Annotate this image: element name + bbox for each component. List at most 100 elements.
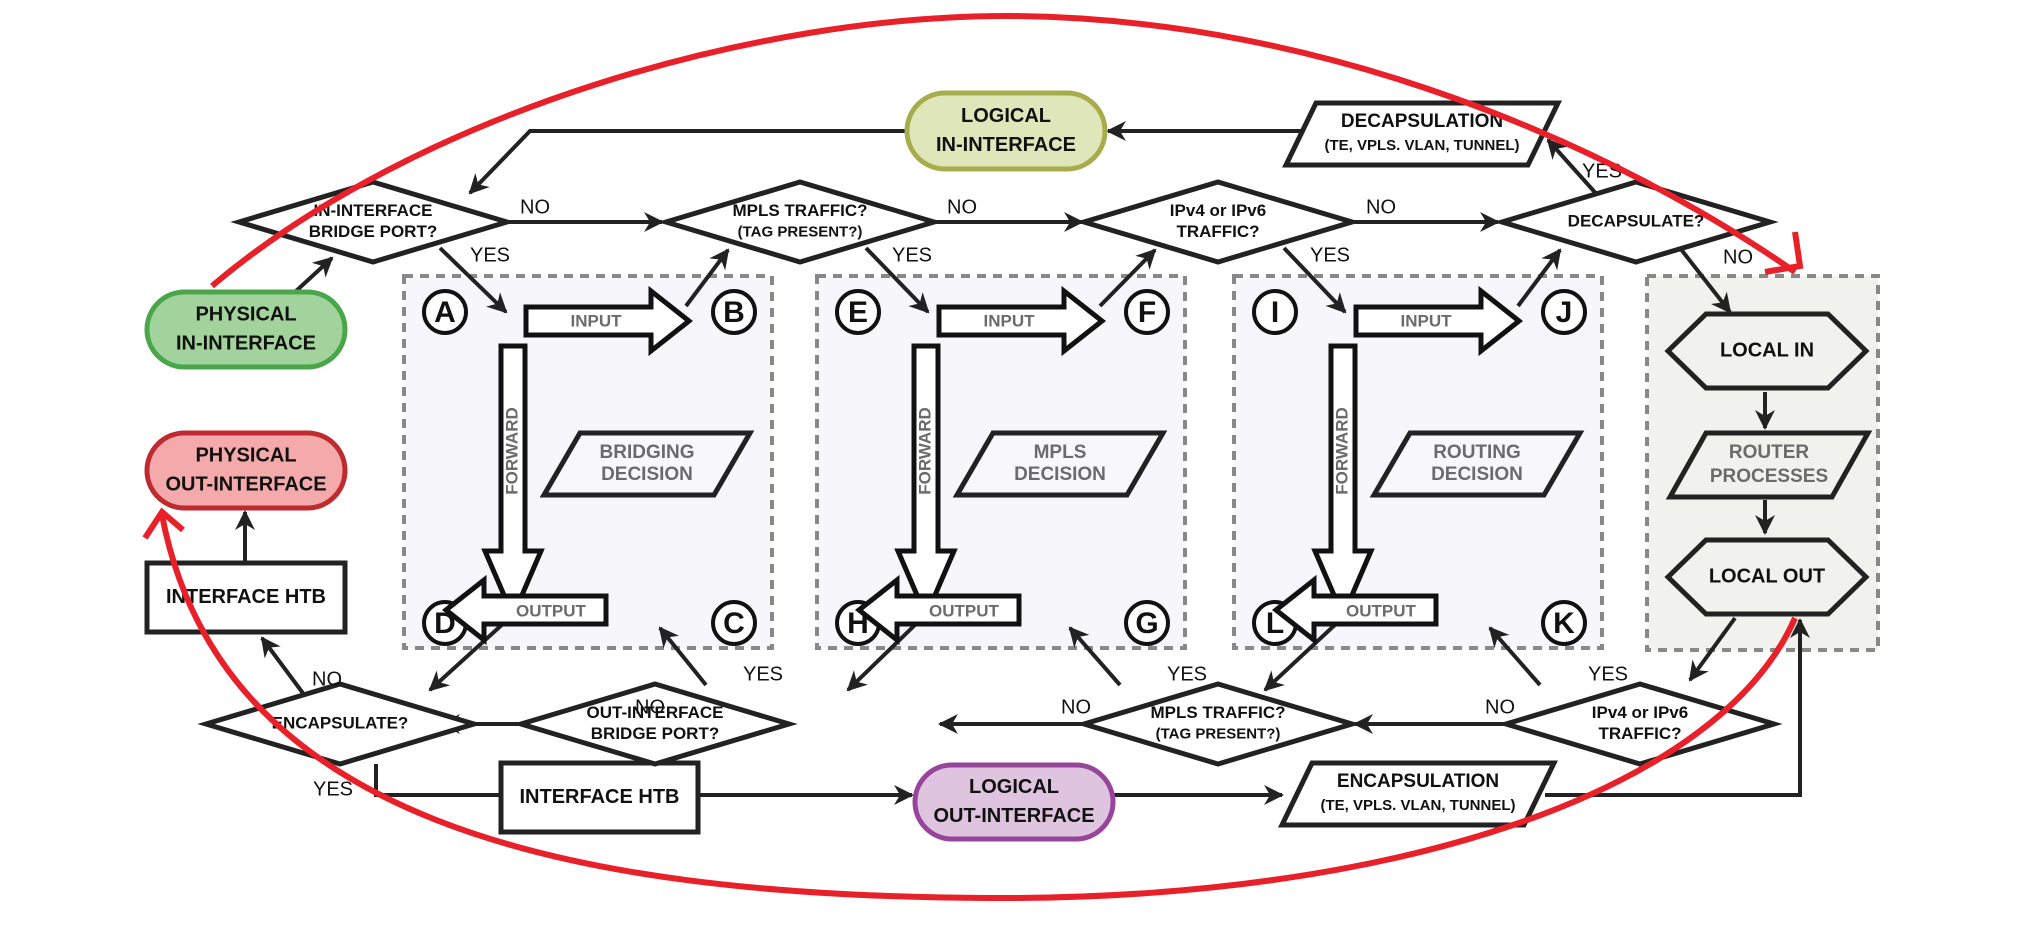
encapsulation-box-label: ENCAPSULATION — [1337, 771, 1499, 792]
mpls-decision-label: DECISION — [1014, 464, 1106, 485]
output-label: OUTPUT — [516, 601, 587, 620]
no-label: NO — [1061, 696, 1091, 718]
in-interface-bridge-port-decision-shape — [230, 179, 516, 265]
arrow-decap-no — [1678, 246, 1732, 314]
decapsulation-box: DECAPSULATION(TE, VPLS. VLAN, TUNNEL) — [1282, 100, 1562, 168]
input-arrow — [936, 285, 1107, 357]
routing-decision-shape — [1369, 430, 1585, 498]
ip-traffic-decision-in-label: TRAFFIC? — [1176, 222, 1259, 241]
router-processes-label: ROUTER — [1729, 442, 1810, 463]
physical-in-interface-shape — [144, 289, 348, 370]
physical-out-interface-label: OUT-INTERFACE — [165, 473, 326, 495]
yes-label: YES — [892, 244, 932, 266]
physical-in-interface-label: PHYSICAL — [195, 303, 296, 325]
physical-in-interface: PHYSICAL IN-INTERFACE — [144, 289, 348, 370]
mpls-traffic-decision-out-label: MPLS TRAFFIC? — [1150, 703, 1285, 722]
ip-traffic-decision-in-shape — [1075, 179, 1361, 265]
routing-decision-label: ROUTING — [1433, 442, 1521, 463]
input-label: INPUT — [1401, 311, 1453, 330]
local-out: LOCAL OUT — [1664, 537, 1870, 617]
arrow-yes-a — [438, 246, 508, 314]
mpls-traffic-decision-out: MPLS TRAFFIC?(TAG PRESENT?) — [1075, 681, 1361, 767]
decapsulate-decision: DECAPSULATE? — [1493, 179, 1779, 265]
arrow-l — [1263, 620, 1340, 692]
logical-in-interface-label: IN-INTERFACE — [936, 134, 1076, 156]
marker-circle — [835, 289, 881, 335]
marker-letter: G — [1135, 607, 1158, 640]
marker-circle — [1124, 600, 1170, 646]
physical-in-interface-label: IN-INTERFACE — [176, 332, 316, 354]
marker-letter: F — [1138, 296, 1156, 329]
in-interface-bridge-port-decision-label: BRIDGE PORT? — [309, 222, 437, 241]
local-out-shape — [1664, 537, 1870, 617]
arrow-h — [846, 620, 920, 692]
forward-label: FORWARD — [1332, 407, 1351, 495]
router-processes-label: PROCESSES — [1710, 466, 1828, 487]
encapsulation-box-shape — [1278, 760, 1558, 828]
out-interface-bridge-port-decision-label: BRIDGE PORT? — [591, 724, 719, 743]
decapsulate-decision-shape — [1493, 179, 1779, 265]
arrow-yes-g — [1068, 626, 1122, 687]
encapsulation-box: ENCAPSULATION(TE, VPLS. VLAN, TUNNEL) — [1278, 760, 1558, 828]
marker-circle — [1252, 289, 1298, 335]
router-processes-shape — [1665, 430, 1873, 500]
mpls-decision-label: MPLS — [1034, 442, 1087, 463]
arrow-yes-i — [1282, 246, 1347, 314]
red-arc-bottom — [159, 514, 1798, 902]
local-in-shape — [1664, 311, 1870, 391]
interface-htb-bottom-shape — [498, 760, 701, 835]
routing-decision-label: DECISION — [1431, 464, 1523, 485]
yes-label: YES — [743, 663, 783, 685]
marker-circle — [711, 289, 757, 335]
arrow-phys-in — [293, 256, 334, 294]
logical-in-interface-label: LOGICAL — [961, 105, 1051, 127]
decapsulation-box-label: (TE, VPLS. VLAN, TUNNEL) — [1325, 137, 1520, 154]
interface-htb-left-label: INTERFACE HTB — [166, 586, 326, 608]
arrow-yes-c — [658, 626, 708, 687]
output-arrow — [441, 574, 609, 646]
encapsulate-decision-label: ENCAPSULATE? — [272, 713, 409, 732]
no-label: NO — [1723, 246, 1753, 268]
marker-letter: C — [723, 607, 745, 640]
node-marker-c: C — [711, 600, 757, 646]
logical-in-interface: LOGICAL IN-INTERFACE — [904, 90, 1108, 172]
marker-circle — [1541, 289, 1587, 335]
out-interface-bridge-port-decision-shape — [512, 681, 798, 767]
highlight-path — [142, 12, 1804, 902]
arrow-local-out — [1688, 616, 1737, 682]
node-marker-j: J — [1541, 289, 1587, 335]
arrow-yes-e — [864, 246, 930, 314]
marker-letter: I — [1271, 296, 1279, 329]
no-label: NO — [1485, 696, 1515, 718]
arrow-encap-return — [1545, 618, 1810, 797]
arrow-logical-in-return — [468, 129, 905, 195]
marker-letter: E — [848, 296, 868, 329]
node-marker-g: G — [1124, 600, 1170, 646]
node-marker-b: B — [711, 289, 757, 335]
node-marker-f: F — [1124, 289, 1170, 335]
local-in: LOCAL IN — [1664, 311, 1870, 391]
forward-label: FORWARD — [915, 407, 934, 495]
marker-letter: K — [1553, 607, 1575, 640]
node-marker-k: K — [1541, 600, 1587, 646]
encapsulate-decision-shape — [197, 681, 483, 767]
input-arrow — [523, 285, 694, 357]
mpls-traffic-decision-in-label: MPLS TRAFFIC? — [732, 201, 867, 220]
output-arrow — [1271, 574, 1439, 646]
logical-in-interface-shape — [904, 90, 1108, 172]
node-marker-e: E — [835, 289, 881, 335]
logical-out-interface-shape — [912, 762, 1116, 842]
marker-letter: A — [434, 296, 456, 329]
logical-out-interface-label: LOGICAL — [969, 776, 1059, 798]
marker-circle — [1541, 600, 1587, 646]
arrow-encap-no — [260, 636, 310, 702]
red-arc-top — [210, 12, 1797, 289]
bridging-decision-label: BRIDGING — [600, 442, 695, 463]
router-processes: ROUTER PROCESSES — [1665, 430, 1873, 500]
